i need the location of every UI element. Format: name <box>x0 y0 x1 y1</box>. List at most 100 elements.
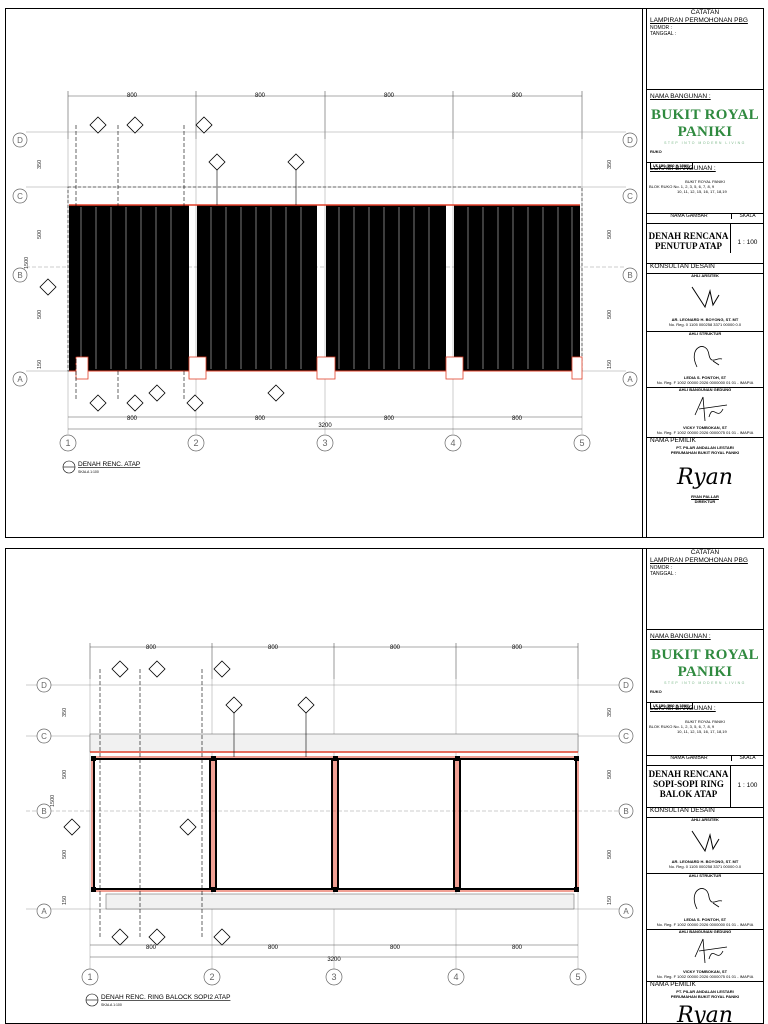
dim2-right-bot: 150 <box>607 896 613 905</box>
grid2-label-5: 5 <box>575 972 580 982</box>
grid2-label-b-left: B <box>41 807 46 816</box>
dim2-left-total: 1500 <box>50 795 56 807</box>
grid-lines-2 <box>26 655 626 969</box>
grid-label-c-left: C <box>17 192 23 201</box>
dim2-top-4: 800 <box>512 645 523 651</box>
dim-top-1: 800 <box>127 93 138 99</box>
ring-beam-bays <box>93 758 577 890</box>
dim-left-mid1: 500 <box>37 230 43 239</box>
overhang-strips <box>89 733 579 910</box>
roof-panels <box>69 204 583 380</box>
roof-plan-drawing: 800 800 800 800 <box>12 91 638 474</box>
nomor-label: NOMOR : <box>650 25 672 31</box>
nama-gambar-label-2: NAMA GAMBAR <box>647 755 732 761</box>
drawing-title-2: DENAH RENC. RING BALOCK SOPI2 ATAP <box>101 994 230 1001</box>
tanggal-label-2: TANGGAL : <box>650 571 677 577</box>
brand-logo: BUKIT ROYAL PANIKI <box>651 107 759 140</box>
grid2-label-a-left: A <box>41 907 47 916</box>
dim-bottom-4: 800 <box>512 416 523 422</box>
tanggal-label: TANGGAL : <box>650 31 677 37</box>
grid-label-3: 3 <box>322 438 327 448</box>
ahli-struktur-label-2: AHLI STRUKTUR <box>688 873 722 878</box>
dim-top-2: 800 <box>255 93 266 99</box>
dim2-bottom-3: 800 <box>390 945 401 951</box>
row-bubbles <box>12 132 638 387</box>
grid-label-5: 5 <box>579 438 584 448</box>
konsultan-label-2: KONSULTAN DESAIN <box>650 807 715 814</box>
drawing-sheet-roof-plan: 800 800 800 800 <box>5 8 764 538</box>
grid2-label-b-right: B <box>623 807 628 816</box>
dim-bottom-total: 3200 <box>318 423 332 429</box>
struktur-name-2: LEDIA S. PONTOH, ST <box>683 917 727 922</box>
struktur-reg-2: No. Reg. F 1002 00000 2026 0000000 01 01… <box>656 922 754 927</box>
grid2-label-2: 2 <box>209 972 214 982</box>
ruko-label: RUKO <box>650 149 662 154</box>
dim2-left-mid2: 500 <box>62 850 68 859</box>
catatan-label: CATATAN <box>690 9 720 16</box>
ahli-arsitek-label: AHLI ARSITEK <box>691 273 719 278</box>
signature-pemilik-2: Ryan <box>677 1003 733 1023</box>
dim-left-mid2: 500 <box>37 310 43 319</box>
dim-top-3: 800 <box>384 93 395 99</box>
grid-label-d-left: D <box>17 136 23 145</box>
grid2-label-4: 4 <box>453 972 458 982</box>
section-cut-lines <box>75 125 297 399</box>
nomor-label-2: NOMOR : <box>650 565 672 571</box>
lampiran-label: LAMPIRAN PERMOHONAN PBG <box>650 17 748 24</box>
ahli-gedung-label-2: AHLI BANGUNAN GEDUNG <box>678 929 732 934</box>
grid2-label-d-left: D <box>41 681 47 690</box>
lokasi-line-1: BUKIT ROYAL PANIKI <box>685 179 725 184</box>
dim2-bottom-1: 800 <box>146 945 157 951</box>
grid-label-a-right: A <box>627 375 633 384</box>
dim2-top-2: 800 <box>268 645 279 651</box>
grid-label-b-left: B <box>17 271 22 280</box>
gedung-reg-2: No. Reg. F 1002 00000 2026 0000075 01 01… <box>656 974 754 979</box>
signature-arsitek-2 <box>691 830 720 853</box>
dim2-bottom-2: 800 <box>268 945 279 951</box>
pemilik-line-2: PERUMAHAN BUKIT ROYAL PANIKI <box>670 450 740 455</box>
gedung-reg: No. Reg. F 1002 00000 2026 0000075 01 01… <box>656 430 754 435</box>
ruko-label-2: RUKO <box>650 689 662 694</box>
ring-beam-plan-drawing: 800 800 800 800 <box>26 643 634 1007</box>
dim2-top-3: 800 <box>390 645 401 651</box>
pemilik-role: DIREKTUR <box>694 499 716 504</box>
lokasi-label: LOKASI BANGUNAN : <box>650 165 716 172</box>
gedung-name-2: VICKY TOMBOKAN, ST <box>682 969 728 974</box>
dim-right-top: 350 <box>607 160 613 169</box>
signature-struktur <box>693 346 723 368</box>
dim-right-mid2: 500 <box>607 310 613 319</box>
dim-right-bot: 150 <box>607 360 613 369</box>
dim2-right-top: 350 <box>607 708 613 717</box>
grid2-label-1: 1 <box>87 972 92 982</box>
skala-label-2: SKALA <box>739 755 756 761</box>
lokasi-line-3-2: 10, 11, 12, 15, 16, 17, 18,19 <box>677 729 727 734</box>
title-block: CATATAN LAMPIRAN PERMOHONAN PBG NOMOR : … <box>642 9 763 537</box>
grid2-label-c-left: C <box>41 732 47 741</box>
dim2-left-top: 350 <box>62 708 68 717</box>
arsitek-name-2: AR. LEONARD H. BOYONG, ST. MT <box>671 859 739 864</box>
ahli-gedung-label: AHLI BANGUNAN GEDUNG <box>678 387 732 392</box>
grid2-label-3: 3 <box>331 972 336 982</box>
column-bubbles-2 <box>81 968 587 986</box>
grid2-label-c-right: C <box>623 732 629 741</box>
signature-gedung <box>694 396 728 422</box>
dim-left-top: 350 <box>37 160 43 169</box>
grid-label-d-right: D <box>627 136 633 145</box>
dim-left-total: 1500 <box>24 257 30 269</box>
dim2-left-bot: 150 <box>62 896 68 905</box>
grid-label-2: 2 <box>193 438 198 448</box>
bottom-dimension-2 <box>90 944 578 958</box>
dim2-right-mid1: 500 <box>607 770 613 779</box>
nama-pemilik-label: NAMA PEMILIK <box>650 437 696 444</box>
dim2-left-mid1: 500 <box>62 770 68 779</box>
nama-gambar-label: NAMA GAMBAR <box>647 213 732 219</box>
signature-arsitek <box>691 286 720 309</box>
arsitek-reg: No. Reg. 0 1105 000258 3371 00000 0.0 <box>668 322 742 327</box>
grid-label-c-right: C <box>627 192 633 201</box>
grid-label-b-right: B <box>627 271 632 280</box>
brand-tagline: STEP INTO MODERN LIVING <box>664 141 746 145</box>
drawing-scale-note: SKALA 1:100 <box>78 470 99 474</box>
grid-label-4: 4 <box>450 438 455 448</box>
grid2-label-a-right: A <box>623 907 629 916</box>
ruko-type: LT 150 (500 X 1500) <box>650 162 693 169</box>
